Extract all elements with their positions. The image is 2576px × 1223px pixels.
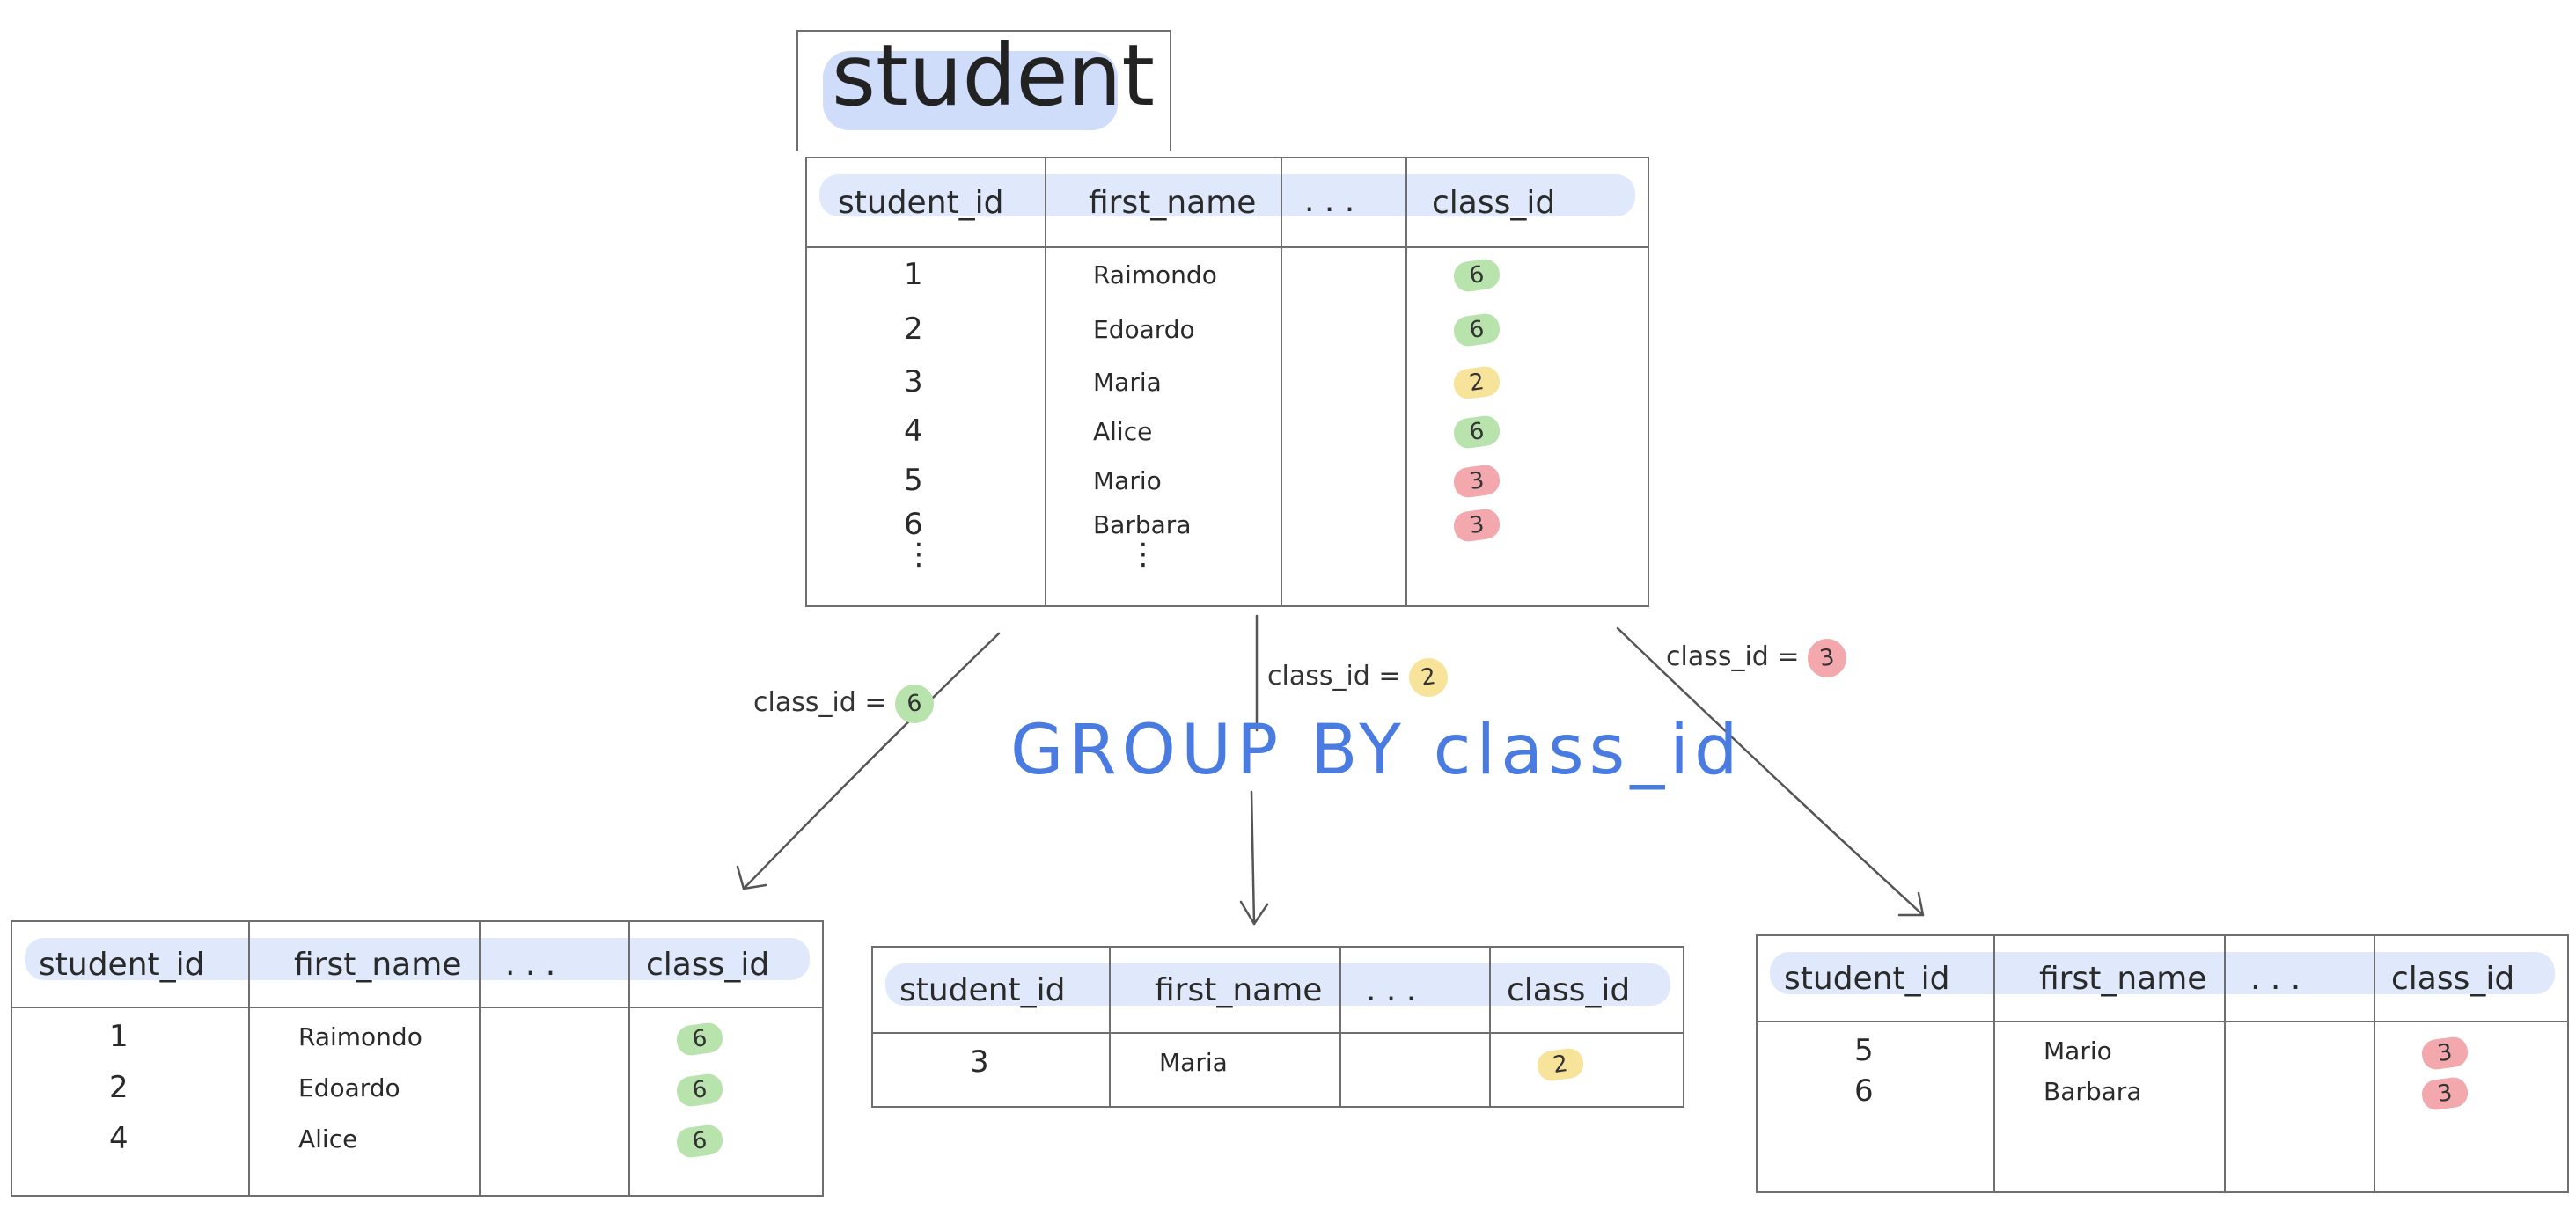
group-1-row-3-first-name: Maria xyxy=(1159,1048,1228,1077)
title-highlight xyxy=(823,51,1118,130)
row-3-student-id: 3 xyxy=(904,364,923,399)
group-1-col-divider-0 xyxy=(1109,948,1111,1106)
edge-badge-3: 3 xyxy=(1805,636,1849,680)
row-1-first-name: Raimondo xyxy=(1093,260,1217,289)
group-2-col-divider-2 xyxy=(2374,936,2375,1191)
group-0-row-4-first-name: Alice xyxy=(298,1124,358,1153)
row-1-student-id: 1 xyxy=(904,257,923,292)
group-0-row-2-student-id: 2 xyxy=(109,1070,128,1105)
header-first-name: first_name xyxy=(1089,185,1257,221)
group-table-class-3: student_id first_name . . . class_id 5 Mario 3… xyxy=(1756,934,2569,1193)
arrow-middle-head xyxy=(1239,900,1269,926)
arrow-left xyxy=(742,632,1001,890)
row-continuation-name: ⋮ xyxy=(1128,537,1158,572)
group-0-row-2-class-badge: 6 xyxy=(674,1072,725,1109)
group-1-col-divider-1 xyxy=(1339,948,1341,1106)
group-0-header-class-id: class_id xyxy=(646,947,770,983)
group-1-header-student-id: student_id xyxy=(899,972,1066,1008)
row-5-class-badge: 3 xyxy=(1451,463,1502,500)
group-table-class-6: student_id first_name . . . class_id 1 Raimon… xyxy=(11,920,824,1197)
edge-label-3: class_id = 3 xyxy=(1666,636,1849,680)
group-2-row-6-class-badge: 3 xyxy=(2419,1075,2470,1112)
group-1-header-band xyxy=(885,963,1670,1006)
group-0-row-4-student-id: 4 xyxy=(109,1121,128,1156)
group-2-row-6-student-id: 6 xyxy=(1854,1073,1874,1109)
group-0-row-1-first-name: Raimondo xyxy=(298,1022,422,1051)
group-2-col-divider-0 xyxy=(1993,936,1995,1191)
group-1-row-3-student-id: 3 xyxy=(970,1044,989,1080)
group-1-header-class-id: class_id xyxy=(1507,972,1631,1008)
row-2-student-id: 2 xyxy=(904,311,923,347)
row-5-first-name: Mario xyxy=(1093,466,1162,495)
group-2-row-5-student-id: 5 xyxy=(1854,1033,1874,1068)
row-6-student-id: 6 xyxy=(904,507,923,542)
edge-label-2: class_id = 2 xyxy=(1267,655,1450,699)
group-1-header-ellipsis: . . . xyxy=(1366,972,1417,1008)
header-ellipsis: . . . xyxy=(1304,183,1355,219)
group-by-label: GROUP BY class_id xyxy=(1010,711,1743,790)
group-0-header-ellipsis: . . . xyxy=(505,947,556,983)
student-table: student_id first_name . . . class_id 1 Ra… xyxy=(805,157,1649,607)
group-0-row-1-class-badge: 6 xyxy=(674,1021,725,1058)
group-2-col-divider-1 xyxy=(2224,936,2226,1191)
arrow-left-head xyxy=(736,865,767,890)
group-0-header xyxy=(12,922,822,1008)
row-3-class-badge: 2 xyxy=(1451,364,1502,401)
row-1-class-badge: 6 xyxy=(1451,257,1502,294)
row-5-student-id: 5 xyxy=(904,463,923,498)
header-student-id: student_id xyxy=(838,185,1004,221)
group-2-header-band xyxy=(1770,952,2555,994)
group-0-header-band xyxy=(25,938,810,980)
group-0-header-student-id: student_id xyxy=(39,947,205,983)
row-4-student-id: 4 xyxy=(904,414,923,449)
group-2-row-6-first-name: Barbara xyxy=(2044,1077,2142,1106)
edge-label-6: class_id = 6 xyxy=(753,682,936,726)
table-header xyxy=(807,158,1648,248)
title-frame xyxy=(796,30,1171,151)
edge-badge-2: 2 xyxy=(1406,655,1450,699)
group-table-class-2: student_id first_name . . . class_id 3 Maria 2 xyxy=(871,946,1684,1108)
edge-badge-6: 6 xyxy=(892,682,936,726)
row-6-class-badge: 3 xyxy=(1451,507,1502,544)
group-1-header xyxy=(873,948,1683,1034)
group-2-header xyxy=(1758,936,2567,1022)
row-4-class-badge: 6 xyxy=(1451,414,1502,450)
row-continuation-id: ⋮ xyxy=(904,537,934,572)
group-1-row-3-class-badge: 2 xyxy=(1535,1046,1586,1083)
group-2-header-student-id: student_id xyxy=(1784,961,1950,997)
row-6-first-name: Barbara xyxy=(1093,510,1192,539)
group-1-header-first-name: first_name xyxy=(1155,972,1323,1008)
group-2-row-5-first-name: Mario xyxy=(2044,1036,2112,1066)
group-2-header-first-name: first_name xyxy=(2039,961,2207,997)
group-0-row-4-class-badge: 6 xyxy=(674,1123,725,1160)
arrow-right-head xyxy=(1897,891,1925,917)
group-1-col-divider-2 xyxy=(1489,948,1491,1106)
group-0-row-1-student-id: 1 xyxy=(109,1019,128,1054)
row-2-class-badge: 6 xyxy=(1451,311,1502,348)
header-class-id: class_id xyxy=(1432,185,1556,221)
table-title: student xyxy=(832,26,1155,125)
row-2-first-name: Edoardo xyxy=(1093,315,1195,344)
group-0-col-divider-1 xyxy=(479,922,481,1195)
row-3-first-name: Maria xyxy=(1093,368,1162,397)
group-0-col-divider-2 xyxy=(628,922,630,1195)
group-0-row-2-first-name: Edoardo xyxy=(298,1073,400,1102)
group-0-col-divider-0 xyxy=(248,922,250,1195)
group-2-header-ellipsis: . . . xyxy=(2250,961,2301,997)
group-0-header-first-name: first_name xyxy=(294,947,462,983)
group-2-header-class-id: class_id xyxy=(2391,961,2515,997)
row-4-first-name: Alice xyxy=(1093,417,1153,446)
group-2-row-5-class-badge: 3 xyxy=(2419,1035,2470,1072)
